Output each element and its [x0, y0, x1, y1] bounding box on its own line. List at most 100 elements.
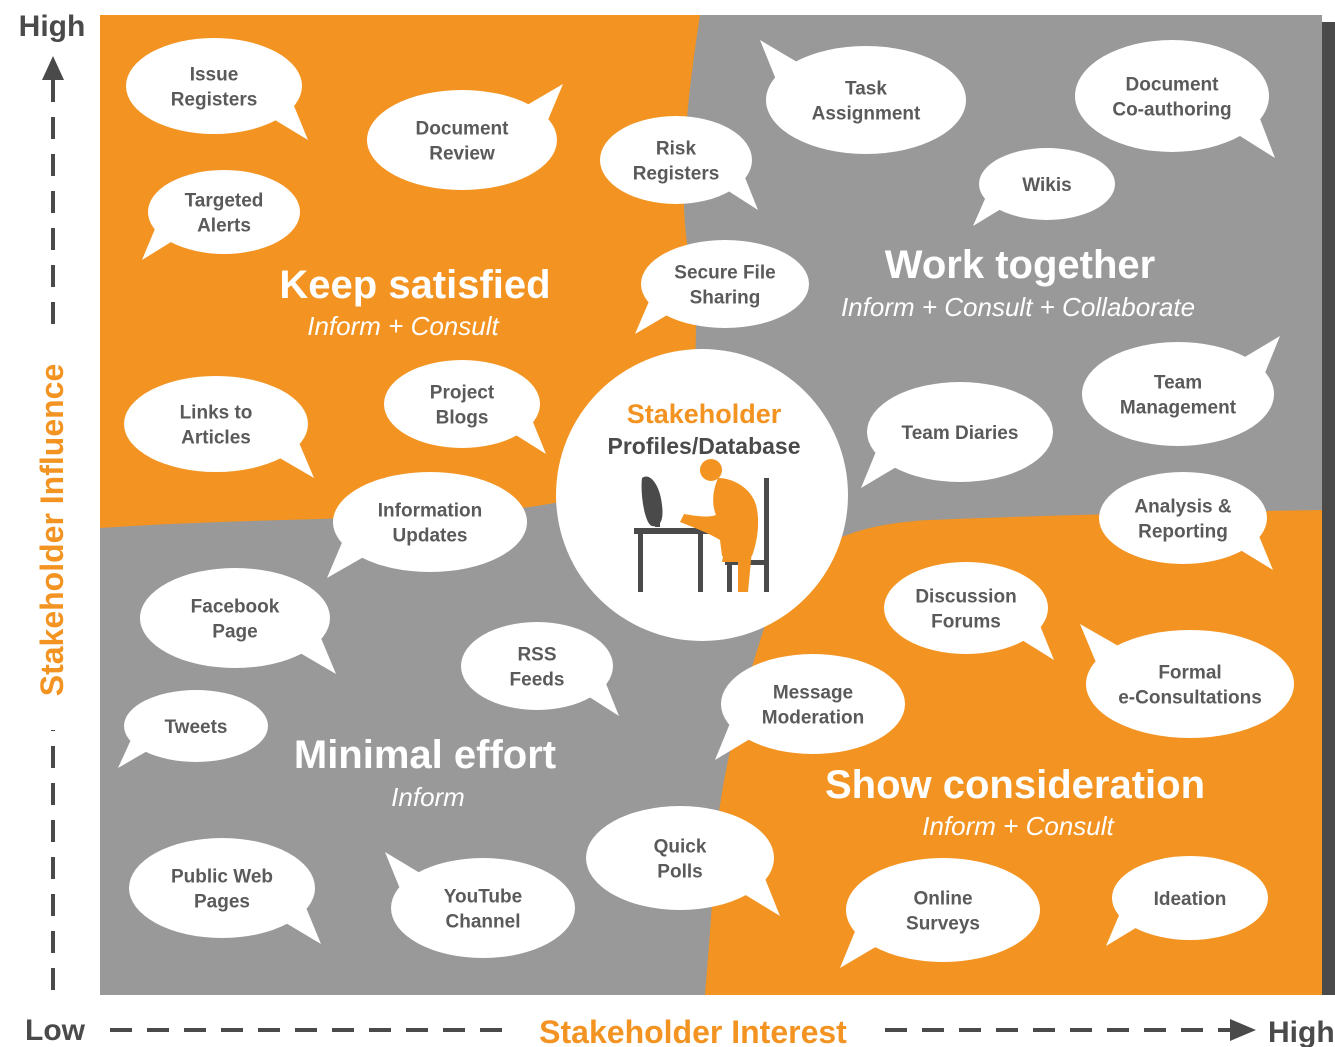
speech-bubble-label: Tweets [164, 717, 227, 738]
y-axis-title-backdrop [33, 330, 73, 730]
speech-bubble-shape [148, 170, 300, 254]
speech-bubble-label: Page [212, 622, 257, 643]
speech-bubble-label: Blogs [436, 408, 489, 429]
speech-bubble-label: Discussion [915, 587, 1016, 608]
speech-bubble-label: Message [773, 683, 853, 704]
speech-bubble-label: Wikis [1022, 175, 1071, 196]
speech-bubble-shape [384, 360, 540, 448]
speech-bubble-shape [461, 622, 613, 710]
speech-bubble-ideation: Ideation [1106, 856, 1268, 946]
speech-bubble-shape [367, 90, 557, 190]
quadrant-work-together: Work together Inform + Consult + Collabo… [841, 243, 1195, 322]
speech-bubble-label: Ideation [1154, 889, 1227, 910]
x-axis-title: Stakeholder Interest [539, 1014, 847, 1047]
y-axis-arrow-icon [42, 56, 64, 80]
speech-bubble-label: Online [913, 889, 972, 910]
quadrant-subtitle-keep-satisfied: Inform + Consult [307, 311, 500, 341]
center-subtitle: Profiles/Database [607, 433, 800, 459]
speech-bubble-shape [766, 46, 966, 154]
speech-bubble-team-diaries: Team Diaries [861, 382, 1053, 488]
speech-bubble-label: Alerts [197, 216, 251, 237]
quadrant-title-minimal-effort: Minimal effort [294, 733, 556, 777]
speech-bubble-shape [721, 654, 905, 754]
speech-bubble-label: YouTube [444, 887, 522, 908]
speech-bubble-label: Team Diaries [902, 423, 1019, 444]
speech-bubble-label: Analysis & [1134, 497, 1231, 518]
speech-bubble-shape [140, 568, 330, 668]
person-at-computer-icon [634, 459, 769, 592]
speech-bubble-shape [979, 148, 1115, 220]
speech-bubble-label: Reporting [1138, 522, 1228, 543]
speech-bubble-label: Polls [657, 862, 702, 883]
speech-bubble-label: Co-authoring [1112, 100, 1231, 121]
y-axis-title: Stakeholder Influence [34, 364, 70, 697]
quadrant-title-work-together: Work together [885, 243, 1155, 287]
speech-bubbles: IssueRegistersDocumentReviewTargetedAler… [118, 38, 1294, 968]
speech-bubble-label: Surveys [906, 914, 980, 935]
quadrant-keep-satisfied: Keep satisfied Inform + Consult [279, 263, 550, 341]
speech-bubble-label: Task [845, 79, 887, 100]
quadrant-title-keep-satisfied: Keep satisfied [279, 263, 550, 307]
quadrant-subtitle-show-consideration: Inform + Consult [922, 811, 1115, 841]
speech-bubble-shape [129, 838, 315, 938]
x-axis: Low Stakeholder Interest High [25, 1014, 1335, 1047]
speech-bubble-wikis: Wikis [973, 148, 1115, 226]
speech-bubble-label: Channel [446, 912, 521, 933]
speech-bubble-label: Team [1154, 373, 1202, 394]
speech-bubble-label: Moderation [762, 708, 864, 729]
center-circle [556, 349, 848, 641]
speech-bubble-shape [124, 690, 268, 762]
speech-bubble-shape [391, 858, 575, 958]
speech-bubble-analysis-reporting: Analysis & Reporting [1099, 472, 1273, 570]
y-axis-high-label: High [19, 10, 86, 43]
speech-bubble-shape [1086, 630, 1294, 738]
speech-bubble-shape [846, 858, 1040, 962]
quadrant-subtitle-minimal-effort: Inform [391, 782, 465, 812]
speech-bubble-shape [1075, 40, 1269, 152]
speech-bubble-label: Links to [180, 403, 253, 424]
x-axis-low-label: Low [25, 1014, 86, 1047]
speech-bubble-label: Document [416, 119, 510, 140]
speech-bubble-label: Sharing [690, 288, 761, 309]
speech-bubble-label: e-Consultations [1118, 688, 1262, 709]
x-axis-arrow-icon [1230, 1019, 1256, 1041]
speech-bubble-shape [333, 472, 527, 572]
center-title: Stakeholder [627, 399, 782, 429]
speech-bubble-label: Secure File [674, 263, 775, 284]
quadrant-title-show-consideration: Show consideration [825, 763, 1205, 807]
speech-bubble-label: Registers [633, 164, 720, 185]
speech-bubble-label: Document [1126, 75, 1220, 96]
speech-bubble-label: Targeted [185, 191, 264, 212]
center-stakeholder-database: Stakeholder Profiles/Database [556, 349, 848, 641]
quadrant-subtitle-work-together: Inform + Consult + Collaborate [841, 292, 1195, 322]
speech-bubble-shape [124, 376, 308, 472]
speech-bubble-label: Review [429, 144, 495, 165]
speech-bubble-shape [867, 382, 1053, 482]
speech-bubble-label: Pages [194, 892, 250, 913]
speech-bubble-label: Registers [171, 90, 258, 111]
speech-bubble-label: Information [378, 501, 483, 522]
speech-bubble-shape [1099, 472, 1267, 564]
speech-bubble-shape [600, 116, 752, 204]
plot-right-edge [1322, 22, 1335, 995]
speech-bubble-shape [884, 562, 1048, 654]
speech-bubble-tweets: Tweets [118, 690, 268, 768]
